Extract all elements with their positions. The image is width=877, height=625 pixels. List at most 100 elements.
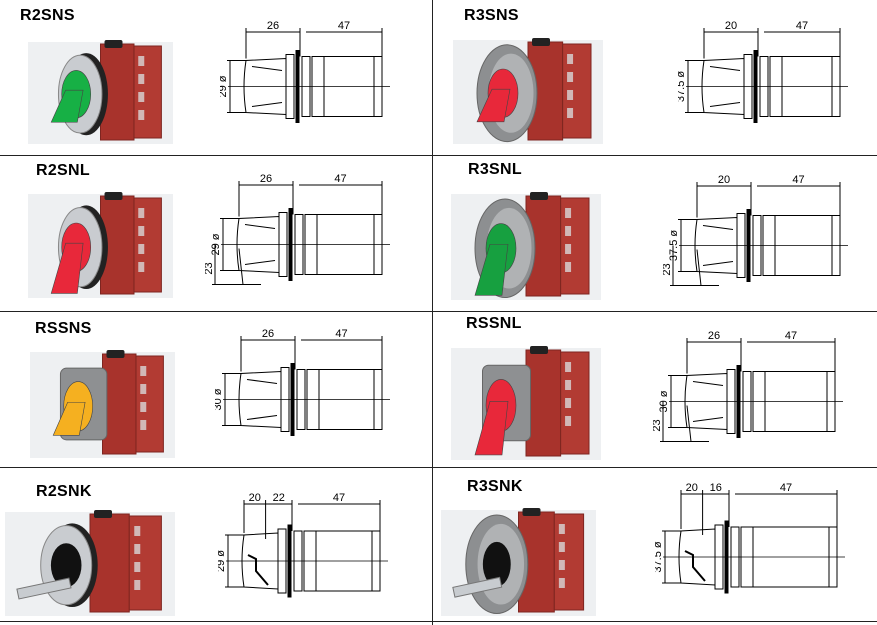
- operator-outline: [684, 372, 728, 431]
- model-title: R2SNK: [36, 483, 92, 500]
- key: [16, 577, 72, 600]
- dimension-label: 20: [249, 492, 261, 504]
- contact-block: [560, 197, 590, 295]
- dimension-label: 16: [710, 482, 722, 494]
- long-lever-outline: [686, 405, 709, 442]
- dimension-label: 26: [708, 330, 720, 342]
- label-mark: [138, 92, 145, 102]
- long-lever-outline: [696, 249, 719, 286]
- lever-edge: [251, 102, 283, 107]
- mount-clip: [104, 40, 123, 48]
- dimension-label: 26: [262, 328, 274, 340]
- label-mark: [558, 578, 565, 588]
- contact-block: [560, 351, 590, 455]
- label-mark: [567, 54, 574, 64]
- label-mark: [558, 560, 565, 570]
- drawing-group: [662, 490, 845, 594]
- lever: [474, 243, 509, 296]
- dimension-label: 47: [338, 20, 350, 32]
- lever: [52, 401, 86, 436]
- contact-block: [135, 355, 164, 453]
- label-mark: [565, 262, 572, 272]
- model-title: RSSNS: [35, 320, 92, 337]
- label-mark: [565, 362, 572, 372]
- dimension-label: 20: [725, 20, 737, 32]
- label-mark: [558, 524, 565, 534]
- photo-group: [451, 192, 601, 300]
- key-cylinder: [482, 541, 511, 587]
- lever-edge: [702, 261, 734, 266]
- photo-group: [28, 40, 173, 144]
- product-photo: [30, 350, 175, 458]
- lever-edge: [692, 417, 724, 422]
- drawing-group: [685, 28, 848, 123]
- dimension-label: 20: [718, 174, 730, 186]
- mount-clip: [532, 38, 550, 46]
- label-mark: [138, 262, 145, 272]
- dimension-label: 37.5 ø: [668, 230, 680, 261]
- product-photo: [28, 192, 173, 298]
- label-mark: [558, 542, 565, 552]
- lever-edge: [709, 102, 741, 107]
- key-outline: [247, 554, 269, 586]
- row-divider: [0, 467, 877, 468]
- label-mark: [134, 562, 141, 572]
- dimension-label: 47: [785, 330, 797, 342]
- label-mark: [138, 208, 145, 218]
- photo-group: [28, 192, 173, 298]
- label-mark: [565, 416, 572, 426]
- label-mark: [565, 398, 572, 408]
- row-divider: [0, 155, 877, 156]
- model-title: RSSNL: [466, 315, 522, 332]
- drawing-group: [660, 338, 843, 442]
- drawing-group: [670, 182, 848, 286]
- label-mark: [565, 226, 572, 236]
- dimension-label: 22: [273, 492, 285, 504]
- lever: [476, 88, 511, 123]
- dimension-label: 47: [796, 20, 808, 32]
- product-photo: [5, 510, 175, 616]
- lever-edge: [709, 66, 741, 71]
- model-title: R3SNK: [467, 478, 523, 495]
- lever-edge: [702, 225, 734, 230]
- product-photo: [453, 38, 603, 144]
- label-mark: [565, 244, 572, 254]
- operator-outline: [694, 216, 738, 275]
- label-mark: [565, 380, 572, 390]
- mount-clip: [522, 508, 541, 516]
- drawing-group: [222, 336, 390, 436]
- lever: [50, 89, 84, 123]
- label-mark: [140, 420, 147, 430]
- contact-block: [133, 197, 162, 293]
- dimension-label: 23: [205, 262, 215, 274]
- label-mark: [134, 544, 141, 554]
- model-title: R3SNL: [468, 161, 522, 178]
- model-title: R2SNL: [36, 162, 90, 179]
- photo-group: [451, 346, 601, 460]
- dimension-label: 37.5 ø: [655, 541, 664, 572]
- row-divider: [0, 311, 877, 312]
- photo-group: [30, 350, 175, 458]
- operator-outline: [701, 57, 745, 116]
- drawing-group: [225, 500, 388, 598]
- model-title: R2SNS: [20, 7, 75, 24]
- operator-outline: [678, 528, 716, 586]
